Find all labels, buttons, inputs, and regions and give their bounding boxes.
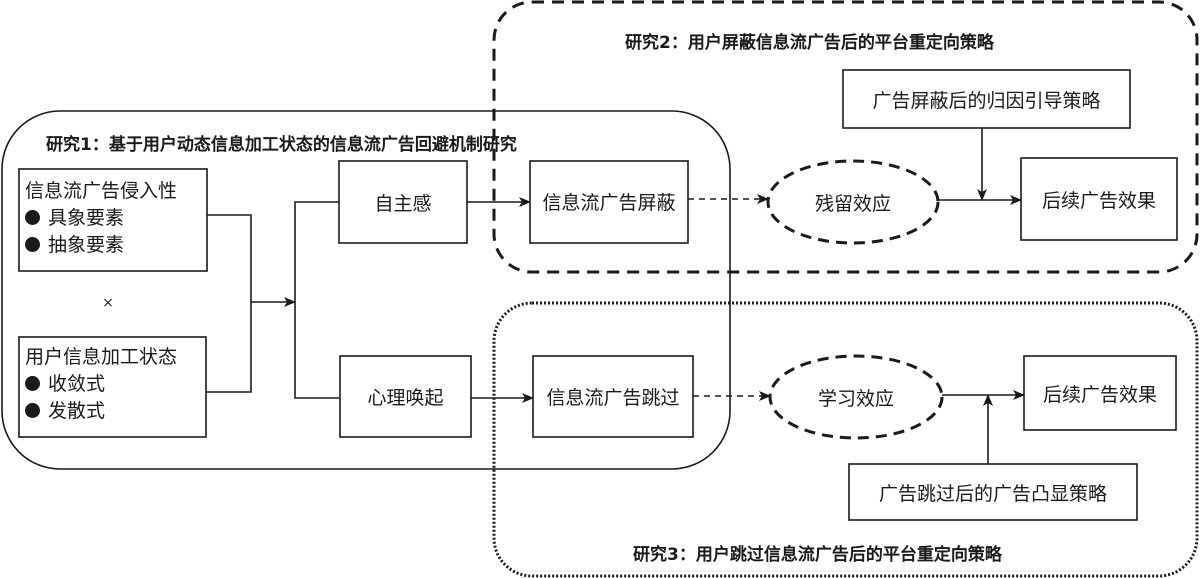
arousal-label: 心理唤起: [367, 387, 444, 409]
bullet-icon: [25, 403, 40, 418]
processing-state-item: 收敛式: [25, 371, 177, 398]
autonomy-label: 自主感: [374, 192, 432, 215]
ad-skip-box: [532, 355, 694, 438]
residual-effect-label: 残留效应: [814, 192, 891, 215]
ad-block-box: [529, 160, 689, 244]
salience-strategy-label: 广告跳过后的广告凸显策略: [878, 482, 1107, 505]
study2-container: [492, 0, 1199, 274]
learning-effect-ellipse: [768, 354, 944, 440]
study3-container: [492, 301, 1199, 578]
skip-outcome-box: [1023, 355, 1177, 431]
attribution-strategy-label: 广告屏蔽后的归因引导策略: [872, 89, 1101, 112]
connector-intrusiveness: [207, 214, 252, 302]
salience-strategy-box: [848, 463, 1138, 521]
intrusiveness-item: 抽象要素: [25, 232, 177, 259]
study3-title: 研究3：用户跳过信息流广告后的平台重定向策略: [633, 545, 1002, 565]
ad-skip-label: 信息流广告跳过: [546, 386, 680, 409]
connector-processing: [206, 302, 252, 393]
intrusiveness-box: [18, 168, 208, 272]
study1-container: [1, 110, 731, 470]
autonomy-box: [338, 160, 468, 244]
bullet-icon: [25, 237, 40, 252]
intrusiveness-item: 具象要素: [25, 205, 177, 232]
processing-state-box: [18, 336, 207, 438]
ad-block-label: 信息流广告屏蔽: [542, 191, 676, 214]
intrusiveness-content: 信息流广告侵入性 具象要素 抽象要素: [25, 178, 177, 259]
study1-title: 研究1：基于用户动态信息加工状态的信息流广告回避机制研究: [46, 135, 517, 155]
bullet-icon: [25, 210, 40, 225]
study2-title: 研究2：用户屏蔽信息流广告后的平台重定向策略: [625, 33, 994, 53]
attribution-strategy-box: [842, 69, 1131, 129]
split-connector: [294, 201, 339, 399]
processing-state-heading: 用户信息加工状态: [25, 346, 178, 368]
skip-outcome-label: 后续广告效果: [1042, 383, 1157, 406]
bullet-icon: [25, 376, 40, 391]
learning-effect-label: 学习效应: [817, 387, 894, 410]
intrusiveness-heading: 信息流广告侵入性: [25, 180, 178, 202]
arousal-box: [339, 355, 472, 438]
processing-state-item: 发散式: [25, 398, 177, 425]
residual-effect-ellipse: [766, 159, 940, 245]
processing-state-content: 用户信息加工状态 收敛式 发散式: [25, 344, 177, 425]
multiply-symbol: ×: [102, 295, 114, 311]
block-outcome-label: 后续广告效果: [1041, 189, 1156, 212]
block-outcome-box: [1020, 157, 1178, 241]
